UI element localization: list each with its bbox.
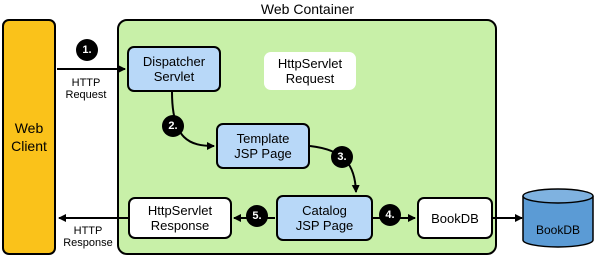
database-cylinder [522,188,594,248]
step-5-badge: 5. [246,205,268,227]
bookdb-database-label: BookDB [535,223,581,237]
step-4-badge: 4. [379,204,401,226]
step-3-badge: 3. [331,146,353,168]
http-response-label: HTTP Response [63,225,113,249]
catalog-jsp-node: Catalog JSP Page [276,195,373,241]
web-client: Web Client [2,19,56,255]
arrow-dispatcher-to-template [171,91,215,150]
http-servlet-request-node: HttpServlet Request [264,52,356,90]
dispatcher-servlet-node: Dispatcher Servlet [127,46,221,92]
container-title: Web Container [260,1,355,17]
http-request-label: HTTP Request [65,77,107,101]
web-client-label: Web Client [11,120,47,154]
step-1-badge: 1. [76,39,98,61]
step-2-badge: 2. [162,115,184,137]
template-jsp-node: Template JSP Page [216,123,310,169]
http-servlet-response-node: HttpServlet Response [128,197,232,239]
bookdb-bean-node: BookDB [417,197,493,239]
